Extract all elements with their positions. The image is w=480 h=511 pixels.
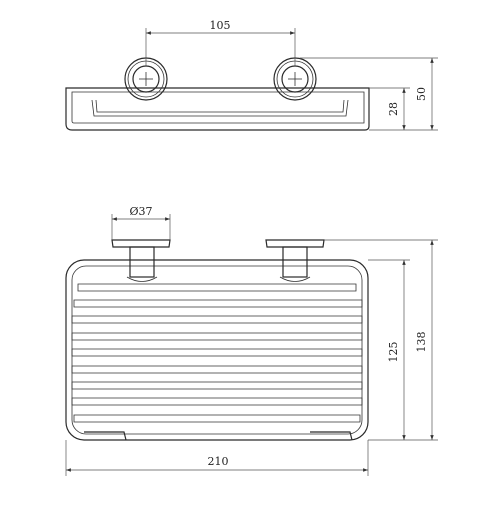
front-view: Ø37 125 138 210 — [65, 205, 438, 476]
length-overall-label: 138 — [415, 332, 428, 353]
mount-spacing-label: 105 — [210, 19, 231, 32]
top-view: 105 28 50 — [65, 19, 438, 131]
dimension-length-basket: 125 — [368, 259, 438, 441]
length-basket-label: 125 — [387, 342, 400, 363]
flange-diameter-label: Ø37 — [129, 205, 152, 218]
dimension-flange-diameter: Ø37 — [111, 205, 171, 240]
dimension-mount-spacing: 105 — [145, 19, 296, 66]
dimension-basket-height: 28 — [369, 87, 410, 131]
dimension-width-overall: 210 — [65, 440, 369, 476]
right-mount-front — [265, 239, 325, 282]
width-overall-label: 210 — [208, 455, 229, 468]
dimension-depth-overall: 50 — [300, 57, 438, 131]
basket-height-label: 28 — [387, 102, 400, 116]
left-mount-front — [111, 239, 171, 282]
basket-wires — [71, 283, 363, 423]
dimension-length-overall: 138 — [324, 239, 438, 440]
depth-overall-label: 50 — [415, 87, 428, 101]
